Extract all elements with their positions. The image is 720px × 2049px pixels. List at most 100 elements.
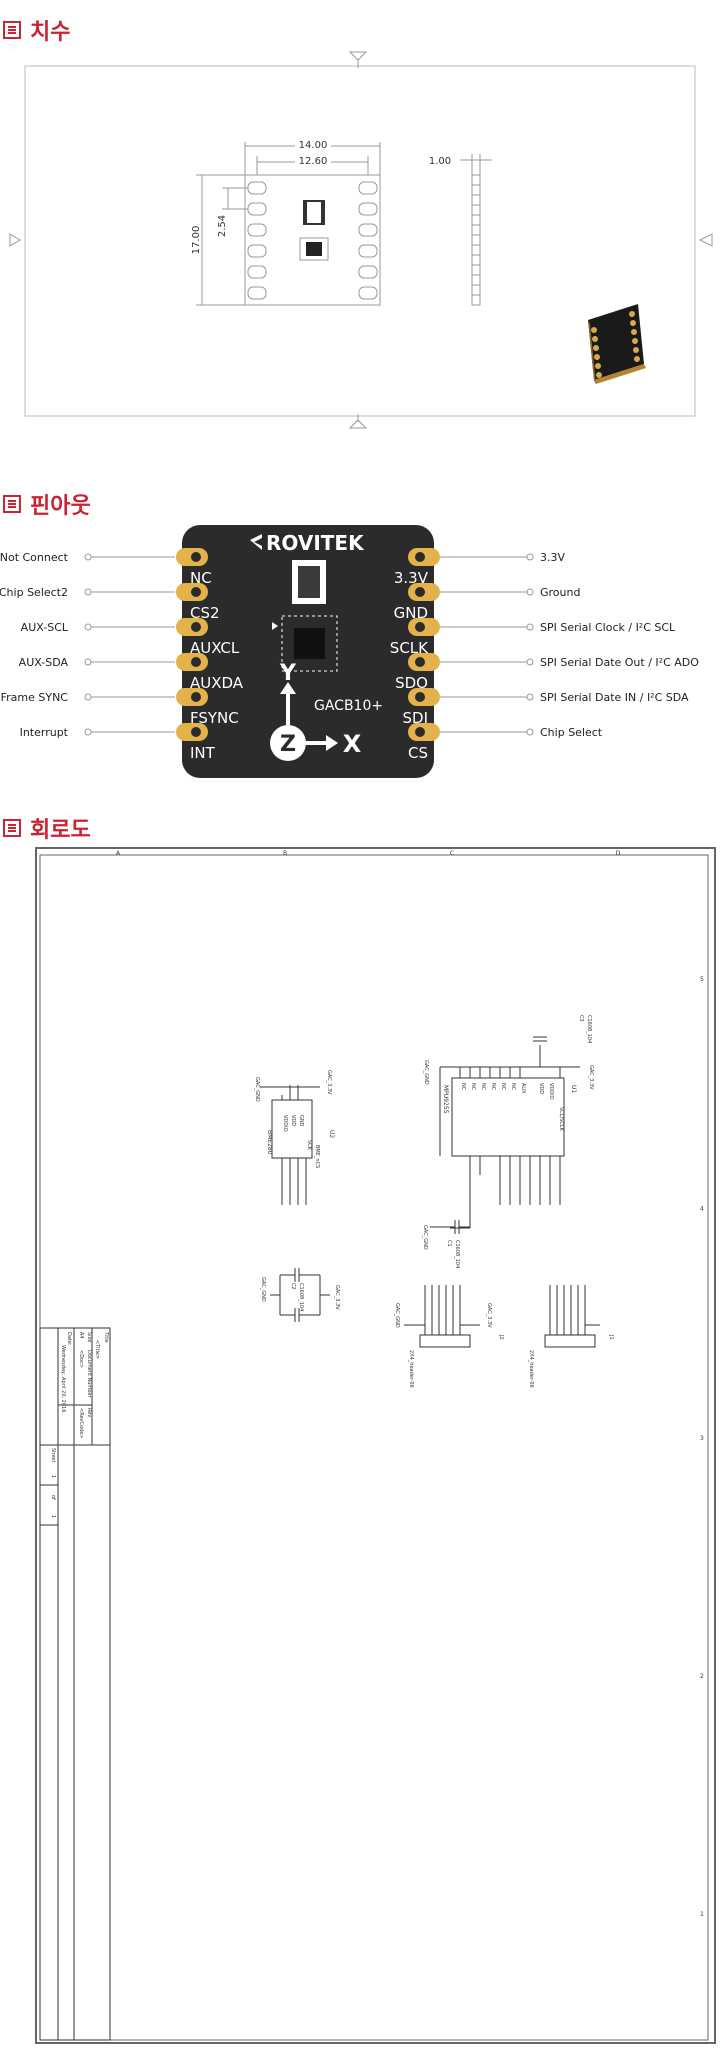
size-value: A4 [78, 1332, 84, 1339]
pin-code: AUXDA [190, 674, 244, 692]
svg-text:NC: NC [500, 1083, 506, 1091]
pin-description: Ground [540, 586, 580, 599]
connector-j2 [404, 1285, 480, 1348]
model-name: GACB10+ [314, 698, 383, 714]
c1-label: C1 [446, 1240, 452, 1247]
dim-pitch: 2.54 [217, 215, 228, 237]
pin-hole [191, 727, 201, 737]
board-side-view [460, 154, 492, 306]
pin-connector-dot [84, 658, 92, 666]
pin-code: SDI [403, 709, 429, 727]
pin-description: Interrupt [20, 726, 69, 739]
pin-connector-dot [526, 588, 534, 596]
svg-text:SCK: SCK [306, 1140, 312, 1151]
axis-x-label: X [343, 730, 362, 758]
u2-bme280: VDDIO VDD GND SCK BME_nCS [260, 1085, 320, 1205]
column-label: B [283, 850, 287, 857]
capacitor-c2 [270, 1268, 330, 1322]
pin-hole [191, 622, 201, 632]
pin-code: SCLK [390, 639, 429, 657]
svg-text:VDD: VDD [538, 1083, 544, 1094]
of-value: 1 [50, 1515, 56, 1518]
right-pin-33v: 3.3V3.3V [394, 548, 565, 587]
pin-hole [415, 727, 425, 737]
pressure-sensor-chip [292, 560, 326, 604]
u2-gnd-net: GAC_GND [254, 1077, 260, 1102]
pin-code: CS2 [190, 604, 220, 622]
right-pin-sclk: SCLK SPI Serial Clock / I²C SCL [390, 618, 676, 657]
j2-part: 2X4_header-06 [408, 1350, 414, 1388]
svg-text:BME_nCS: BME_nCS [314, 1145, 320, 1168]
c3-label: C3 [578, 1015, 584, 1022]
title-label: Title [103, 1331, 109, 1343]
pin-code: GND [394, 604, 428, 622]
pin-connector-dot [84, 588, 92, 596]
board-3d-render [588, 304, 646, 384]
pin-description: SPI Serial Clock / I²C SCL [540, 621, 676, 634]
pin-hole [191, 587, 201, 597]
sheet-value: 1 [50, 1475, 56, 1478]
pin-description: Frame SYNC [1, 691, 69, 704]
imu-chip [272, 615, 338, 672]
of-label: of [50, 1495, 56, 1500]
axis-z-label: Z [280, 732, 296, 757]
pin-connector-dot [526, 553, 534, 561]
dim-width-inner: 12.60 [299, 156, 328, 167]
pin-code: AUXCL [190, 639, 240, 657]
svg-text:VDDIO: VDDIO [282, 1115, 288, 1132]
pin-description: Chip Select2 [0, 586, 68, 599]
pin-connector-dot [526, 658, 534, 666]
pin-description: Chip Select [540, 726, 603, 739]
svg-text:NC: NC [510, 1083, 516, 1091]
pin-code: CS [408, 744, 428, 762]
column-label: D [616, 850, 621, 857]
pin-hole [191, 692, 201, 702]
dim-height: 17.00 [191, 226, 202, 255]
row-label: 4 [700, 1206, 704, 1213]
row-label: 3 [700, 1435, 704, 1442]
svg-text:VDD: VDD [290, 1115, 296, 1126]
pin-hole [415, 657, 425, 667]
dim-width-outer: 14.00 [299, 140, 328, 151]
brand-name: ROVITEK [266, 531, 365, 555]
row-label: 5 [700, 976, 704, 983]
left-pin-auxcl: AUXCL AUX-SCL [21, 618, 240, 657]
pin-hole [415, 622, 425, 632]
pin-connector-dot [526, 728, 534, 736]
pin-connector-dot [84, 553, 92, 561]
row-label: 2 [700, 1673, 704, 1680]
c2-label: C2 [290, 1283, 296, 1290]
pin-hole [415, 552, 425, 562]
right-pin-sdi: SDI SPI Serial Date IN / I²C SDA [403, 688, 689, 727]
pin-connector-dot [526, 693, 534, 701]
j1-part: 2X4_header-06 [528, 1350, 534, 1388]
board-top-view [244, 174, 381, 306]
u1-label: U1 [570, 1085, 577, 1093]
capacitor-c3 [533, 1036, 547, 1067]
pin-connector-dot [526, 623, 534, 631]
date-value: Wednesday, April 20, 2016 [60, 1345, 66, 1412]
dimension-drawing: 14.00 12.60 17.00 2.54 1.00 [9, 51, 713, 429]
svg-text:GND: GND [298, 1115, 304, 1127]
pin-hole [191, 657, 201, 667]
svg-text:SCL/SCLK: SCL/SCLK [558, 1107, 564, 1132]
section-dimensions-header: 치수 [2, 14, 70, 46]
date-label: Date: [66, 1332, 72, 1346]
docnum-value: <Doc> [78, 1350, 84, 1368]
pin-description: AUX-SCL [21, 621, 69, 634]
right-pin-gnd: GND Ground [394, 583, 580, 622]
pin-description: SPI Serial Date IN / I²C SDA [540, 691, 689, 704]
svg-text:NC: NC [460, 1083, 466, 1091]
j1-label: J1 [608, 1334, 614, 1340]
right-pin-cs: CS Chip Select [408, 723, 603, 762]
left-pin-cs2: CS2 Chip Select2 [0, 583, 220, 622]
u1-part: MPU9255 [442, 1085, 449, 1114]
c1-gnd-net: GAC_GND [422, 1225, 428, 1250]
pin-connector-dot [84, 728, 92, 736]
pin-code: 3.3V [394, 569, 429, 587]
u1-gnd-net: GAC_GND [423, 1060, 429, 1085]
